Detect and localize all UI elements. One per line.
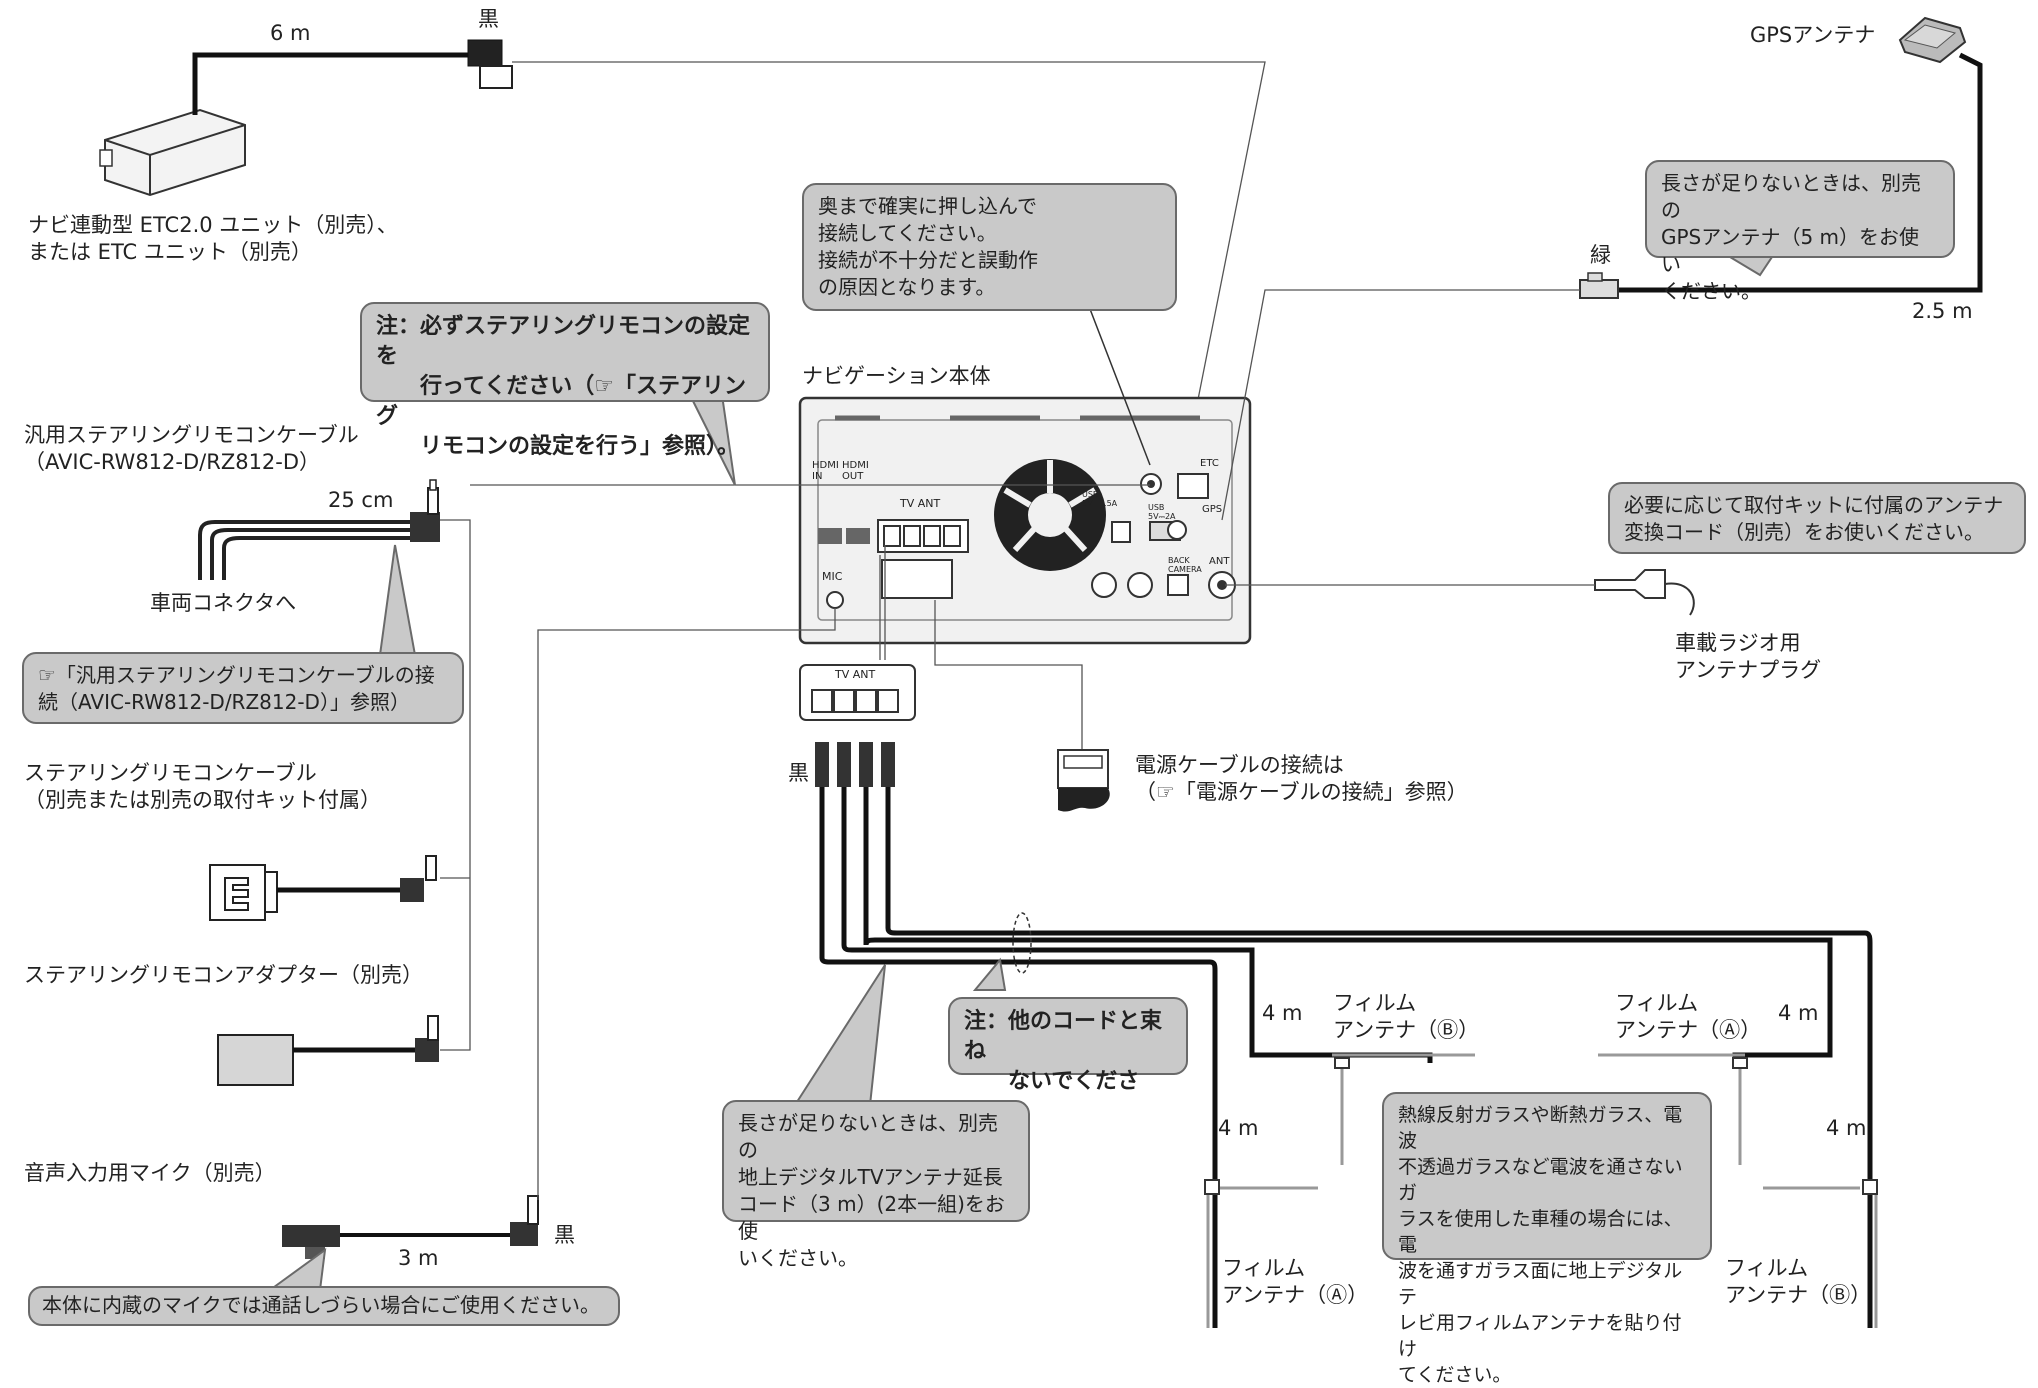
etc-connector: [467, 39, 513, 89]
port-hdmi-in: HDMI IN: [812, 460, 839, 482]
callout-no-bundle: 注：他のコードと束ね ないでください。: [948, 997, 1188, 1124]
mic-label: 音声入力用マイク（別売）: [24, 1161, 276, 1185]
vehicle-connector-label: 車両コネクタへ: [150, 591, 297, 615]
tv-cable-4: [885, 787, 1873, 1328]
port-gps: GPS: [1202, 504, 1223, 515]
port-usb-2: USB 5V⎓2A: [1148, 503, 1176, 521]
film-antenna-bottom-a: [1204, 1179, 1318, 1328]
remote-cable-generic: [198, 479, 440, 580]
film-antenna-top-b: [1332, 1053, 1475, 1165]
remote-cable-label: 汎用ステアリングリモコンケーブル （AVIC-RW812-D/RZ812-D）: [24, 423, 359, 474]
film-antenna-bottom-b: [1763, 1179, 1878, 1328]
remote-bus-line: [440, 484, 1150, 1051]
callout-mic-note: 本体に内蔵のマイクでは通話しづらい場合にご使用ください。: [28, 1286, 620, 1326]
etc-cable: [192, 52, 470, 115]
gps-cable-length: 2.5 m: [1912, 299, 1973, 323]
tv-cable-length-4: 4 m: [1826, 1116, 1867, 1140]
power-connector: [1057, 749, 1110, 812]
bundle-marker: [1012, 912, 1032, 974]
radio-plug-label: 車載ラジオ用 アンテナプラグ: [1675, 631, 1822, 682]
tv-cable-length-1: 4 m: [1262, 1001, 1303, 1025]
etc-signal-line: [512, 61, 1266, 466]
callout-conversion-cord: 必要に応じて取付キットに付属のアンテナ 変換コード（別売）をお使いください。: [1608, 482, 2026, 554]
tv-cable-length-2: 4 m: [1778, 1001, 1819, 1025]
radio-antenna-plug: [1594, 569, 1695, 616]
tv-cable-2: [841, 787, 1433, 1063]
callout-remote-ref: ☞「汎用ステアリングリモコンケーブルの接 続（AVIC-RW812-D/RZ81…: [22, 652, 464, 724]
remote-cable-length: 25 cm: [328, 488, 394, 512]
port-back-camera: BACK CAMERA: [1168, 556, 1202, 574]
etc-cable-length: 6 m: [270, 21, 311, 45]
mic-connector-color: 黒: [554, 1223, 575, 1247]
nav-unit-body: [798, 396, 1252, 645]
etc-connector-color: 黒: [478, 7, 499, 31]
port-ant: ANT: [1209, 556, 1230, 567]
port-tv-ant: TV ANT: [900, 497, 941, 510]
callout-tv-extension: 長さが足りないときは、別売の 地上デジタルTVアンテナ延長 コード（3 m）(2…: [722, 1100, 1030, 1270]
nav-unit-label: ナビゲーション本体: [802, 364, 991, 388]
callout-gps-extension: 長さが足りないときは、別売の GPSアンテナ（5 m）をお使い ください。: [1645, 160, 1955, 303]
power-cable-label: 電源ケーブルの接続は （☞「電源ケーブルの接続」参照）: [1135, 753, 1468, 804]
gps-antenna-label: GPSアンテナ: [1750, 23, 1876, 47]
mic-signal-line: [537, 608, 836, 1200]
port-usb-1: USB 5V⎓1.5A: [1082, 490, 1118, 508]
gps-connector: [1579, 272, 1619, 299]
tv-cable-length-3: 4 m: [1218, 1116, 1259, 1140]
tv-ant-block-label: TV ANT: [835, 668, 876, 681]
tv-connector-color: 黒: [788, 761, 809, 785]
port-hdmi-out: HDMI OUT: [842, 460, 869, 482]
gps-cable: [1618, 52, 1983, 293]
gps-antenna: [1898, 16, 1967, 64]
etc-unit: [99, 108, 246, 197]
power-link: [934, 600, 1083, 760]
gps-signal-line: [1221, 289, 1580, 521]
film-antenna-top-a: [1598, 1053, 1748, 1165]
callout-push-in: 奥まで確実に押し込んで 接続してください。 接続が不十分だと誤動作 の原因となり…: [802, 183, 1177, 311]
callout-pointer-no-bundle: [972, 957, 1007, 991]
mic-cable-length: 3 m: [398, 1246, 439, 1270]
film-antenna-top-b-label: フィルム アンテナ（Ⓑ）: [1333, 991, 1480, 1042]
film-antenna-bottom-a-label: フィルム アンテナ（Ⓐ）: [1222, 1256, 1369, 1307]
tv-ant-link: [879, 545, 886, 660]
steering-remote-adapter: [217, 1015, 439, 1086]
film-antenna-top-a-label: フィルム アンテナ（Ⓐ）: [1615, 991, 1762, 1042]
steering-adapter-label: ステアリングリモコンアダプター（別売）: [24, 963, 423, 987]
tv-cable-3: [863, 787, 1833, 1063]
gps-connector-color: 緑: [1590, 243, 1611, 267]
tv-cable-1: [819, 787, 1218, 1328]
etc-unit-label: ナビ連動型 ETC2.0 ユニット（別売）、 または ETC ユニット（別売）: [28, 213, 398, 264]
steering-remote-cable: [209, 855, 437, 921]
callout-glass-note: 熱線反射ガラスや断熱ガラス、電波 不透過ガラスなど電波を通さないガ ラスを使用し…: [1382, 1092, 1712, 1386]
port-etc: ETC: [1200, 458, 1219, 469]
steering-cable-label: ステアリングリモコンケーブル （別売または別売の取付キット付属）: [24, 761, 381, 812]
film-antenna-bottom-b-label: フィルム アンテナ（Ⓑ）: [1725, 1256, 1872, 1307]
tv-antenna-block: [799, 664, 916, 787]
callout-steering-note: 注：必ずステアリングリモコンの設定を 行ってください（☞「ステアリング リモコン…: [360, 302, 770, 459]
callout-pointers: [266, 244, 1782, 1291]
mic-unit: [282, 1195, 539, 1259]
port-mic: MIC: [822, 570, 843, 583]
